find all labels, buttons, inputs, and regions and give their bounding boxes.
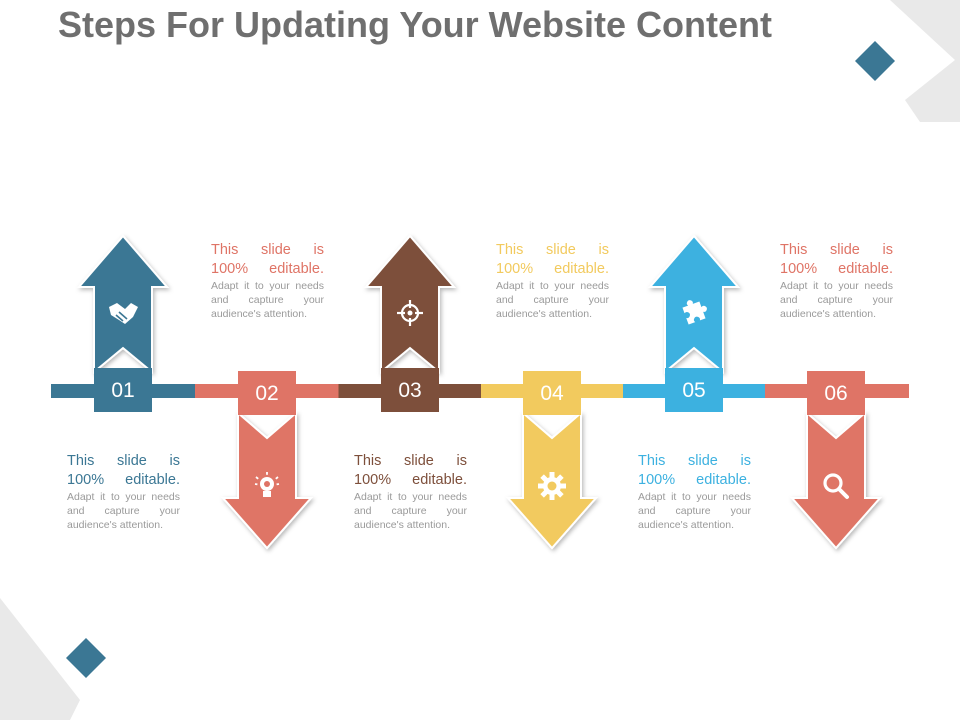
step-body: Adapt it to your needs and capture your … (780, 280, 893, 321)
step-number-box-04 (523, 371, 581, 415)
target-icon (397, 300, 423, 326)
step-headline: This slide is 100% editable. (211, 242, 324, 277)
step-number-box-02 (238, 371, 296, 415)
gear-icon (538, 472, 566, 500)
step-body: Adapt it to your needs and capture your … (638, 491, 751, 532)
step-description-05: This slide is 100% editable.Adapt it to … (638, 452, 751, 533)
step-number-05: 05 (682, 379, 705, 402)
step-description-01: This slide is 100% editable.Adapt it to … (67, 452, 180, 533)
step-number-box-05 (665, 368, 723, 412)
step-headline: This slide is 100% editable. (780, 242, 893, 277)
step-headline: This slide is 100% editable. (67, 453, 180, 488)
step-body: Adapt it to your needs and capture your … (354, 491, 467, 532)
lightbulb-icon (254, 472, 280, 497)
step-body: Adapt it to your needs and capture your … (496, 280, 609, 321)
step-number-03: 03 (398, 379, 421, 402)
top-right-gray-triangle (890, 0, 960, 122)
step-number-04: 04 (540, 382, 564, 405)
step-headline: This slide is 100% editable. (354, 453, 467, 488)
step-number-02: 02 (255, 382, 278, 405)
step-number-box-01 (94, 368, 152, 412)
slide-title: Steps For Updating Your Website Content (58, 4, 773, 45)
step-description-06: This slide is 100% editable.Adapt it to … (780, 241, 893, 322)
step-body: Adapt it to your needs and capture your … (211, 280, 324, 321)
step-headline: This slide is 100% editable. (496, 242, 609, 277)
handshake-icon (109, 303, 138, 324)
step-number-01: 01 (111, 379, 134, 402)
bottom-left-gray-triangle (0, 598, 80, 720)
top-right-diamond (855, 41, 895, 81)
step-description-02: This slide is 100% editable.Adapt it to … (211, 241, 324, 322)
step-number-box-03 (381, 368, 439, 412)
step-number-box-06 (807, 371, 865, 415)
bottom-left-diamond (66, 638, 106, 678)
step-body: Adapt it to your needs and capture your … (67, 491, 180, 532)
puzzle-icon (682, 300, 707, 325)
step-headline: This slide is 100% editable. (638, 453, 751, 488)
search-icon (823, 473, 849, 499)
step-arrow-06 (789, 410, 883, 550)
step-arrow-01 (76, 234, 170, 375)
step-description-04: This slide is 100% editable.Adapt it to … (496, 241, 609, 322)
step-number-06: 06 (824, 382, 847, 405)
step-description-03: This slide is 100% editable.Adapt it to … (354, 452, 467, 533)
